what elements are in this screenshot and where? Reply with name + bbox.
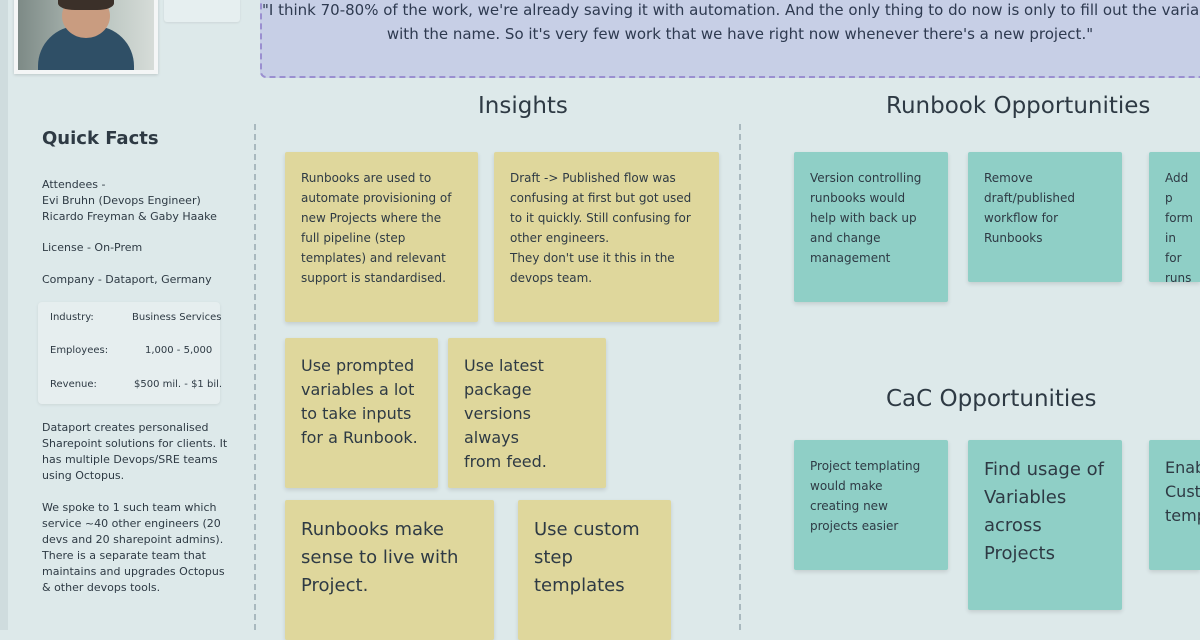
facts-row-industry: Industry: Business Services bbox=[50, 312, 221, 323]
team-line: maintains and upgrades Octopus bbox=[42, 565, 225, 578]
insight-note[interactable]: Use prompted variables a lot to take inp… bbox=[285, 338, 438, 488]
customer-quote[interactable]: "I think 70-80% of the work, we're alrea… bbox=[260, 0, 1200, 78]
attendee-2: Ricardo Freyman & Gaby Haake bbox=[42, 210, 217, 223]
attendee-1: Evi Bruhn (Devops Engineer) bbox=[42, 194, 201, 207]
cac-opportunity-note[interactable]: Enab Cust temp bbox=[1149, 440, 1200, 570]
insight-note[interactable]: Runbooks are used to automate provisioni… bbox=[285, 152, 478, 322]
cac-opportunity-note[interactable]: Project templating would make creating n… bbox=[794, 440, 948, 570]
runbook-opportunity-note[interactable]: Add p form in for runs bbox=[1149, 152, 1200, 285]
description-line: Dataport creates personalised bbox=[42, 421, 209, 434]
note-text: Add p form in for runs bbox=[1165, 171, 1193, 285]
description-line: has multiple Devops/SRE teams bbox=[42, 453, 218, 466]
note-text: Draft -> Published flow was confusing at… bbox=[510, 171, 692, 285]
runbook-opportunity-note[interactable]: Version controlling runbooks would help … bbox=[794, 152, 948, 302]
column-divider bbox=[254, 124, 256, 630]
license-text: License - On-Prem bbox=[42, 241, 143, 254]
cac-opportunity-note[interactable]: Find usage of Variables across Projects bbox=[968, 440, 1122, 610]
insight-note[interactable]: Use latest package versions always from … bbox=[448, 338, 606, 488]
company-text: Company - Dataport, Germany bbox=[42, 273, 212, 286]
team-line: There is a separate team that bbox=[42, 549, 206, 562]
note-text: Use latest package versions always from … bbox=[464, 356, 547, 471]
team-line: devs and 20 sharepoint admins). bbox=[42, 533, 224, 546]
team-line: & other devops tools. bbox=[42, 581, 161, 594]
company-facts-table: Industry: Business Services Employees: 1… bbox=[38, 302, 222, 404]
facts-value: 1,000 - 5,000 bbox=[145, 345, 213, 356]
description-line: using Octopus. bbox=[42, 469, 125, 482]
facts-row-employees: Employees: 1,000 - 5,000 bbox=[50, 345, 212, 356]
quick-facts-title: Quick Facts bbox=[42, 128, 159, 149]
note-text: Use prompted variables a lot to take inp… bbox=[301, 356, 418, 447]
quote-line-1: "I think 70-80% of the work, we're alrea… bbox=[262, 1, 1200, 19]
note-text: Project templating would make creating n… bbox=[810, 459, 921, 533]
runbook-opportunities-heading: Runbook Opportunities bbox=[886, 93, 1151, 119]
note-text: Version controlling runbooks would help … bbox=[810, 171, 922, 265]
team-line: We spoke to 1 such team which bbox=[42, 501, 217, 514]
insights-heading: Insights bbox=[478, 93, 568, 119]
note-text: Runbooks are used to automate provisioni… bbox=[301, 171, 452, 285]
facts-value: $500 mil. - $1 bil. bbox=[134, 379, 223, 390]
attendee-photo bbox=[14, 0, 158, 74]
facts-row-revenue: Revenue: $500 mil. - $1 bil. bbox=[50, 379, 222, 390]
note-text: Remove draft/published workflow for Runb… bbox=[984, 171, 1076, 245]
note-text: Enab Cust temp bbox=[1165, 458, 1200, 525]
insight-note[interactable]: Draft -> Published flow was confusing at… bbox=[494, 152, 719, 322]
facts-label: Industry: bbox=[50, 312, 94, 323]
quote-line-2: with the name. So it's very few work tha… bbox=[386, 25, 1094, 43]
column-divider bbox=[739, 124, 741, 630]
facts-label: Employees: bbox=[50, 345, 109, 356]
team-line: service ~40 other engineers (20 bbox=[42, 517, 221, 530]
left-rail bbox=[0, 0, 8, 630]
runbook-opportunity-note[interactable]: Remove draft/published workflow for Runb… bbox=[968, 152, 1122, 282]
facts-label: Revenue: bbox=[50, 379, 97, 390]
insight-note[interactable]: Runbooks make sense to live with Project… bbox=[285, 500, 494, 640]
note-text: Find usage of Variables across Projects bbox=[984, 459, 1104, 564]
attendees-label: Attendees - bbox=[42, 178, 106, 191]
insight-note[interactable]: Use custom step templates bbox=[518, 500, 671, 640]
note-text: Use custom step templates bbox=[534, 519, 640, 596]
note-text: Runbooks make sense to live with Project… bbox=[301, 519, 459, 596]
photo-caption-card bbox=[164, 0, 240, 22]
description-line: Sharepoint solutions for clients. It bbox=[42, 437, 228, 450]
facts-value: Business Services bbox=[132, 312, 222, 323]
cac-opportunities-heading: CaC Opportunities bbox=[886, 386, 1097, 412]
